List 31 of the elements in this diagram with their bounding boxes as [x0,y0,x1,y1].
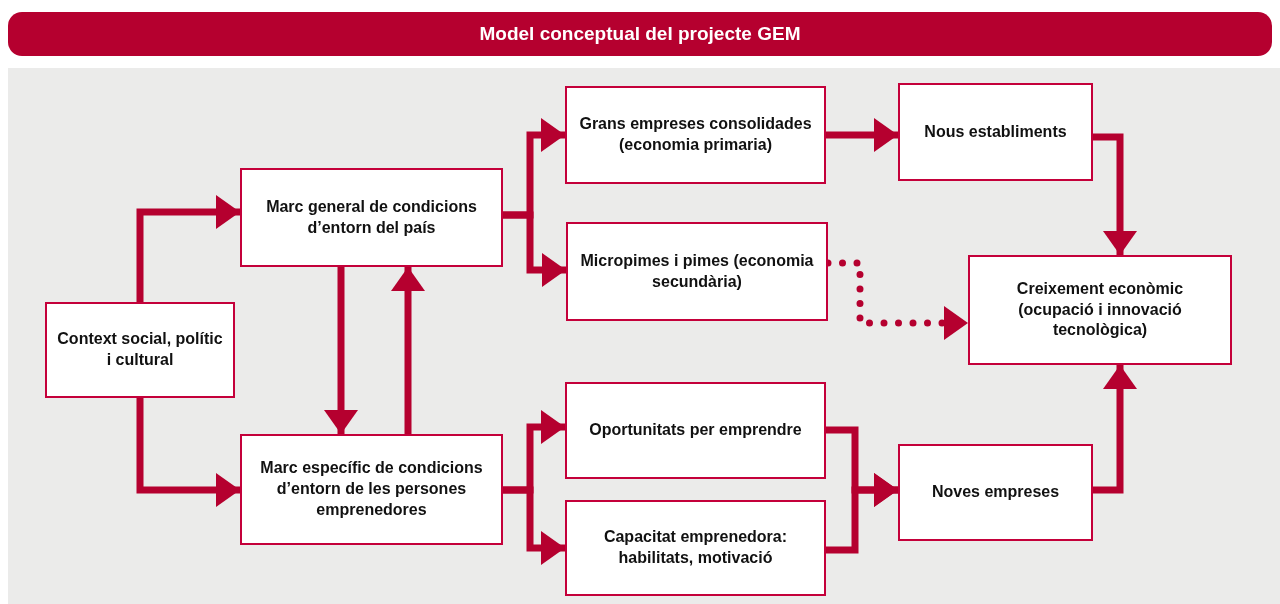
box-label: Capacitat emprenedora: habilitats, motivació [602,527,789,568]
box-label: Context social, polític i cultural [57,329,223,370]
box-label: Micropimes i pimes (economia secundària) [579,250,815,292]
process-box [565,500,826,596]
process-box [968,255,1232,365]
process-box [240,168,503,267]
arrow [324,267,358,434]
arrow [1093,133,1137,255]
arrow [503,211,566,287]
process-box [240,434,503,545]
arrow [136,398,240,507]
process-box [565,382,826,479]
box-label: Noves empreses [931,482,1060,503]
box-label: Nous establiments [924,121,1067,142]
box-label: Marc general de condicions d’entorn del país [265,196,478,238]
arrow [1093,365,1137,494]
process-box [45,302,235,398]
process-box [566,222,828,321]
process-box [898,83,1093,181]
box-label: Creixement econòmic (ocupació i innovació tecnològica) [1015,278,1185,341]
process-box [898,444,1093,541]
box-label: Marc específic de condicions d’entorn de les persones emprenedores [259,458,484,520]
arrow [826,118,898,152]
arrow [391,267,425,434]
arrow [826,473,898,554]
process-box [565,86,826,184]
arrow [136,195,240,302]
title-bar: Model conceptual del projecte GEM [8,12,1272,56]
box-label: Oportunitats per emprendre [589,420,802,441]
arrow [503,486,565,565]
box-label: Grans empreses consolidades (economia primaria) [578,114,813,155]
